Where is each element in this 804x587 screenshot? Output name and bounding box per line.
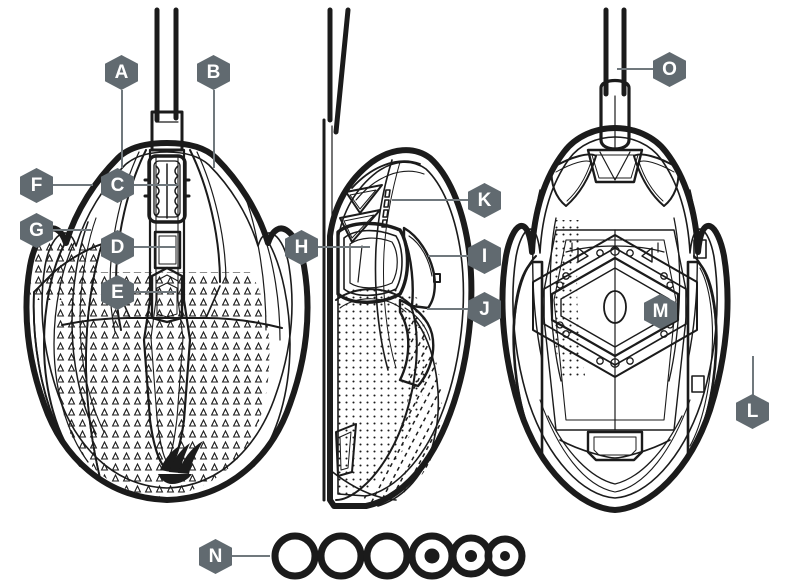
leader-line-a (121, 90, 123, 168)
callout-badge-d[interactable]: D (101, 230, 134, 265)
leader-line-e (134, 291, 176, 293)
leader-line-f (53, 184, 93, 186)
leader-line-n (232, 555, 270, 557)
leader-line-i (428, 255, 469, 257)
leader-line-j (427, 308, 469, 310)
leader-line-g (53, 229, 91, 231)
leader-line-o (617, 68, 654, 70)
callout-badge-m[interactable]: M (644, 294, 677, 329)
top-view-group (23, 7, 311, 503)
leader-line-b (213, 90, 215, 168)
bottom-view-group (499, 7, 731, 513)
glide-discs-group (271, 532, 526, 580)
callout-badge-l[interactable]: L (736, 394, 769, 429)
callout-badge-e[interactable]: E (101, 275, 134, 310)
side-view-group (322, 7, 475, 509)
leader-line-k (392, 199, 469, 201)
leader-line-c (134, 184, 178, 186)
callout-badge-j[interactable]: J (468, 292, 501, 327)
leader-line-h (318, 246, 370, 248)
leader-line-d (134, 246, 176, 248)
leader-line-l (752, 356, 754, 396)
corsair-logo (158, 441, 203, 484)
